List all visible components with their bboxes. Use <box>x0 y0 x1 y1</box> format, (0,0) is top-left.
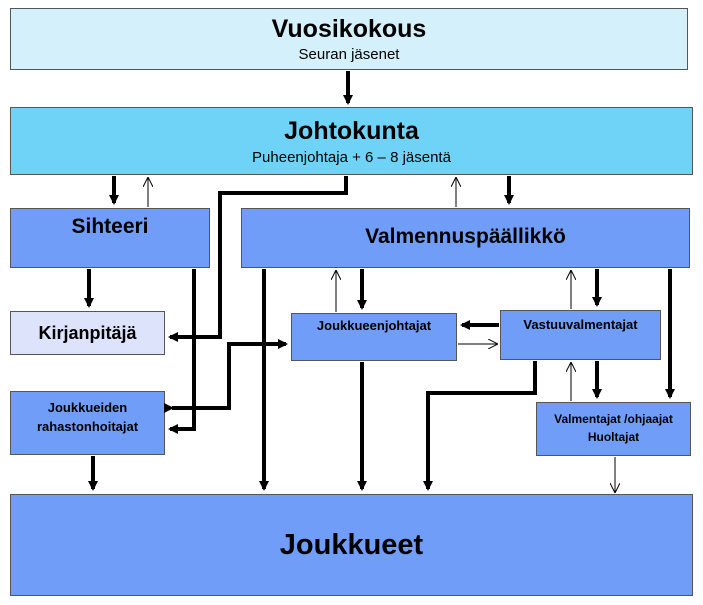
node-rahastonhoitajat: Joukkueiden rahastonhoitajat <box>10 391 165 455</box>
node-title: Johtokunta <box>284 117 419 145</box>
node-title-line2: rahastonhoitajat <box>36 419 139 434</box>
arrow-johtokunta-kirjanpitaja <box>168 176 348 342</box>
node-title: Vuosikokous <box>271 15 427 43</box>
node-title: Valmennuspäällikkö <box>365 225 566 248</box>
node-subtitle: Puheenjohtaja + 6 – 8 jäsentä <box>252 149 451 166</box>
node-title: Joukkueet <box>279 529 424 561</box>
node-title: Sihteeri <box>71 215 149 238</box>
node-vuosikokous: Vuosikokous Seuran jäsenet <box>10 8 688 70</box>
node-title-line1: Joukkueiden <box>47 400 128 415</box>
node-title: Kirjanpitäjä <box>38 323 137 343</box>
arrow-vastuuvalmentajat-joukkueet <box>423 361 537 491</box>
node-johtokunta: Johtokunta Puheenjohtaja + 6 – 8 jäsentä <box>10 107 693 175</box>
node-joukkueet: Joukkueet <box>10 494 693 596</box>
node-title: Vastuuvalmentajat <box>523 317 638 332</box>
node-joukkueenjohtajat: Joukkueenjohtajat <box>291 313 457 361</box>
node-title: Joukkueenjohtajat <box>316 318 432 333</box>
node-title-line1: Valmentajat /ohjaajat <box>554 412 673 426</box>
node-title-line2: Huoltajat <box>587 430 640 444</box>
node-valmentajat: Valmentajat /ohjaajat Huoltajat <box>536 402 691 456</box>
node-subtitle: Seuran jäsenet <box>298 46 400 63</box>
node-sihteeri: Sihteeri <box>10 208 210 268</box>
node-vastuuvalmentajat: Vastuuvalmentajat <box>500 310 661 360</box>
arrow-sihteeri-rahastonhoitajat <box>168 269 196 434</box>
arrow-rahastonhoitajat-joukkueenjohtajat <box>164 339 288 413</box>
node-kirjanpitaja: Kirjanpitäjä <box>10 311 165 355</box>
node-valmennuspaallikko: Valmennuspäällikkö <box>241 208 690 268</box>
